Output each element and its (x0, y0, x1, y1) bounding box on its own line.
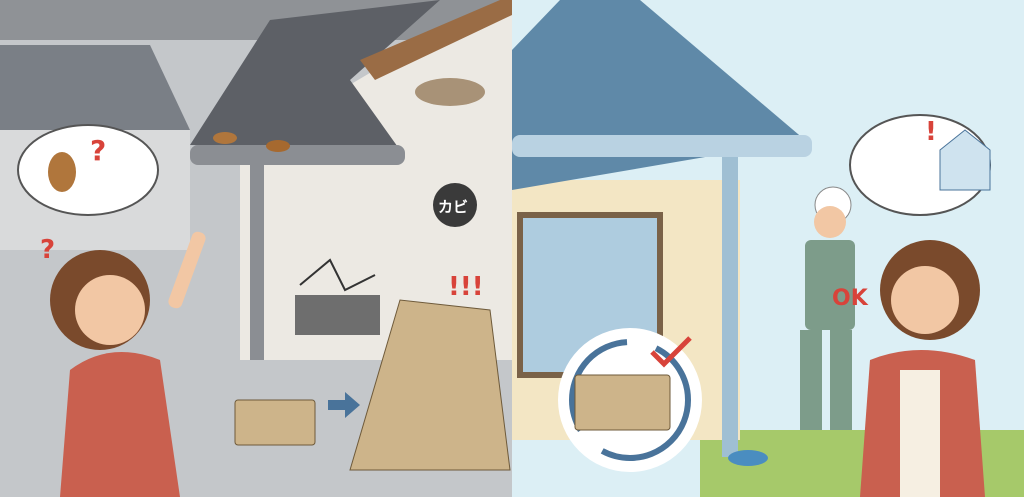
money-stack-icon (574, 374, 671, 431)
downpipe-left (250, 165, 264, 360)
roof-beam (360, 0, 512, 80)
thought-bubble-left (17, 124, 159, 216)
side-question-mark: ? (40, 235, 55, 265)
leaf-icon (48, 152, 76, 192)
clean-gutter (512, 135, 812, 157)
alarm-marks: !!! (448, 272, 484, 302)
leaf (266, 140, 290, 152)
mold-blob (433, 183, 477, 227)
clogged-gutter (190, 145, 405, 165)
checkmark-icon (650, 336, 692, 368)
ok-label: OK (832, 286, 869, 311)
worried-woman (50, 231, 206, 497)
drain (728, 450, 768, 466)
crack (299, 258, 376, 292)
shield-house-icon (939, 129, 991, 191)
cycle-arrows-icon (569, 339, 691, 461)
small-money-stack (234, 399, 316, 446)
large-money-pile (349, 299, 511, 471)
damaged-wall-patch (295, 295, 380, 335)
left-panel-stormy: カビ !!! ? ? (0, 0, 512, 497)
water-stain (415, 78, 485, 106)
thought-question-mark: ? (90, 134, 106, 167)
neighbor-roof (0, 45, 190, 130)
arrow-icon (328, 392, 360, 418)
thought-exclamation: ! (925, 117, 937, 147)
happy-woman (860, 240, 985, 497)
leaf (213, 132, 237, 144)
mold-label: カビ (438, 198, 468, 216)
dirty-roof (190, 0, 440, 150)
downpipe-right (722, 157, 738, 457)
right-panel-clear: ! OK (512, 0, 1024, 497)
worker (800, 186, 855, 430)
